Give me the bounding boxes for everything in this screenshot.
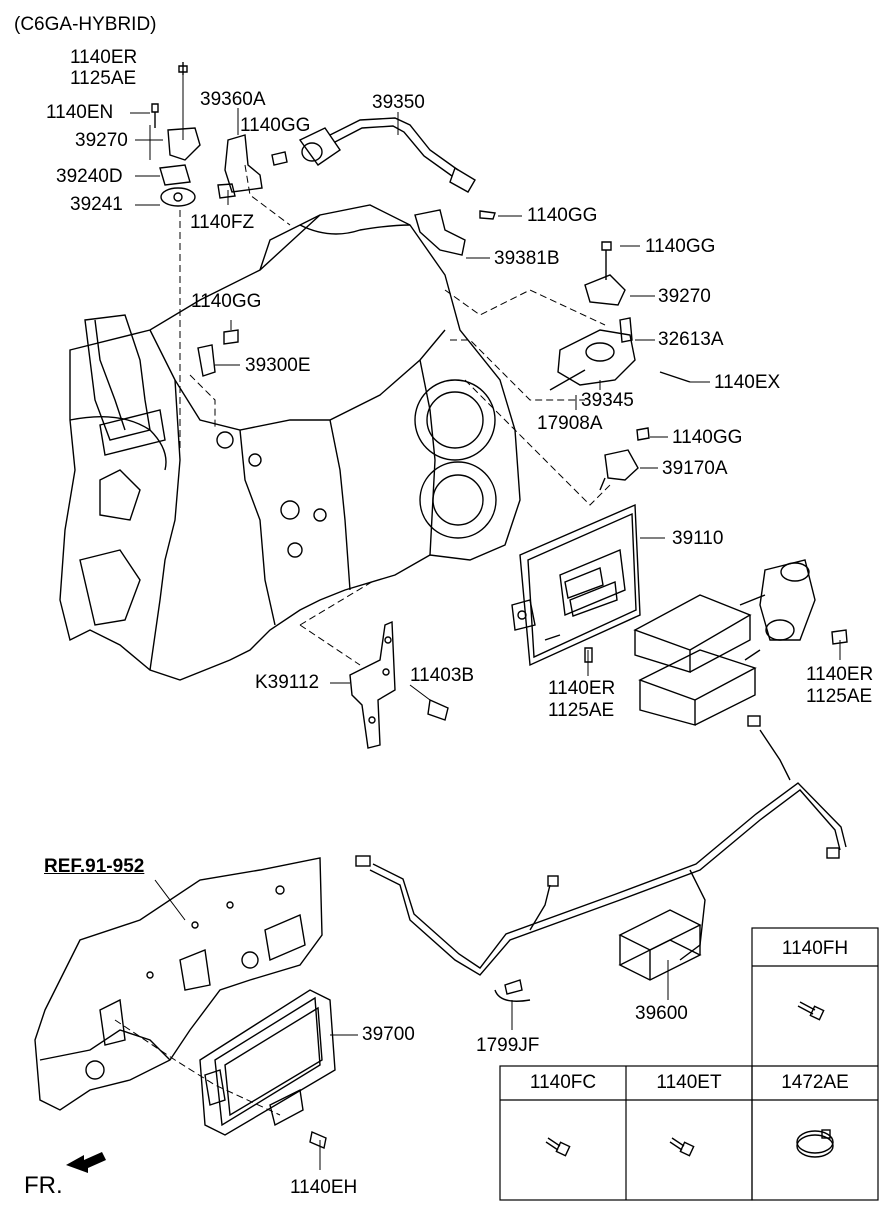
fastener-table: [499, 927, 879, 1201]
part-label: 1140FZ: [190, 212, 255, 233]
part-label: 39270: [658, 286, 711, 307]
clamp-1472AE-icon: [796, 1129, 834, 1158]
bracket-K39112: [349, 620, 449, 749]
part-label: 39381B: [494, 248, 560, 269]
bracket-39381B: [414, 209, 496, 256]
part-label: 39300E: [245, 355, 311, 376]
part-label: 39241: [70, 194, 123, 215]
bolt-1140ER-mid: [584, 647, 593, 663]
part-label: 17908A: [537, 413, 603, 434]
table-header-1140FC: 1140FC: [529, 1072, 597, 1093]
part-label: 1140ER: [548, 678, 616, 699]
engine-block: [59, 204, 521, 681]
part-label: K39112: [255, 672, 320, 693]
sensor-39270-left: [151, 62, 201, 207]
part-label: 39270: [75, 130, 128, 151]
part-label: 1125AE: [548, 700, 615, 721]
part-label: 1140GG: [672, 427, 743, 448]
part-label: 39240D: [56, 166, 123, 187]
housing-39345: [549, 317, 691, 391]
part-label: 39350: [372, 92, 425, 113]
part-label: 1140GG: [191, 291, 262, 312]
table-header-1140ET: 1140ET: [656, 1072, 722, 1093]
ecu-connectors: [633, 559, 848, 726]
leader-lines: [114, 164, 611, 1116]
part-label: 39360A: [200, 89, 266, 110]
part-label: 1140GG: [527, 205, 598, 226]
part-label: 1140GG: [240, 115, 311, 136]
part-label: 1799JF: [476, 1035, 540, 1056]
part-label: 39600: [635, 1003, 688, 1024]
table-header-1140FH: 1140FH: [781, 938, 849, 959]
part-label: 39345: [581, 390, 634, 411]
part-label: 1140ER: [806, 664, 874, 685]
bolt-1140ET-icon: [669, 1137, 695, 1157]
sensor-39300E: [197, 329, 239, 377]
sensor-39170A: [599, 427, 650, 491]
harness-39600: [355, 715, 847, 981]
part-label: 1125AE: [70, 68, 137, 89]
part-label: 39110: [672, 528, 724, 549]
sensor-39270-right: [584, 241, 626, 306]
part-label: 1140EX: [714, 372, 781, 393]
part-label: 1140EN: [46, 102, 114, 123]
bracket-39360A: [217, 134, 288, 199]
part-label: 1140ER: [70, 47, 138, 68]
solid-leaders: [130, 70, 841, 1170]
part-label: 39170A: [662, 458, 728, 479]
part-label: 1140EH: [290, 1177, 358, 1198]
part-label: 1125AE: [806, 686, 873, 707]
bolt-1140FH-icon: [797, 1001, 825, 1021]
ecu-39700: [199, 989, 336, 1149]
part-label: 32613A: [658, 329, 724, 350]
clip-1799JF: [494, 979, 531, 1002]
ecu-39110: [511, 503, 641, 667]
panel-ref-91-952: [34, 857, 323, 1111]
table-header-1472AE: 1472AE: [781, 1072, 849, 1093]
sensor-39350: [298, 117, 476, 193]
part-label: 1140GG: [645, 236, 716, 257]
front-arrow-icon: [66, 1152, 106, 1173]
part-label: 11403B: [410, 665, 475, 686]
ref-label: REF.91-952: [44, 856, 145, 877]
variant-label: (C6GA-HYBRID): [14, 14, 157, 35]
front-label: FR.: [24, 1172, 63, 1199]
bolt-1140FC-icon: [545, 1137, 571, 1157]
part-label: 39700: [362, 1024, 415, 1045]
